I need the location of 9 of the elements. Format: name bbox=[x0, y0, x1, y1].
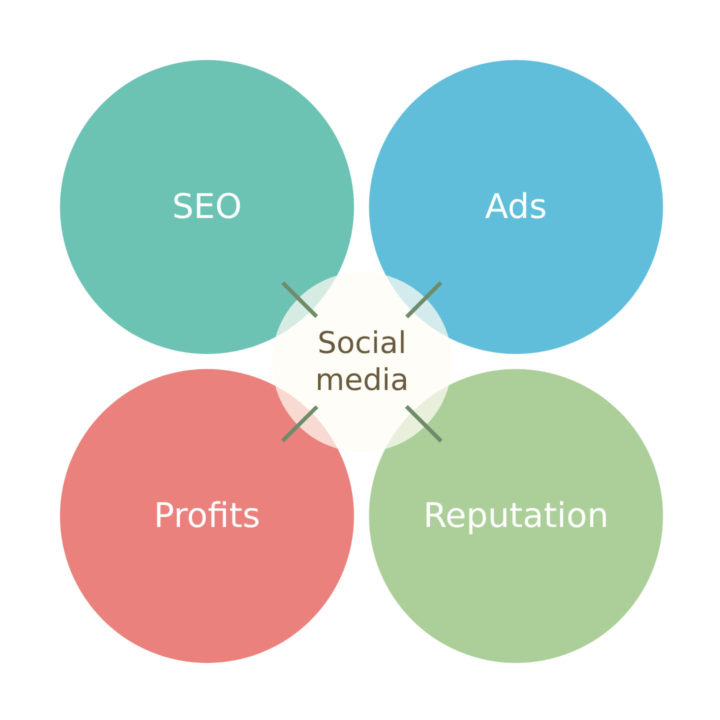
circle-label: Social media bbox=[314, 324, 410, 400]
connector-line bbox=[405, 281, 442, 318]
connector-line bbox=[281, 405, 318, 442]
circle-label: Reputation bbox=[423, 494, 609, 538]
circle-label: SEO bbox=[172, 186, 242, 228]
circle-label: Profits bbox=[154, 494, 260, 538]
circle-label: Ads bbox=[485, 186, 547, 228]
connector-line bbox=[281, 281, 318, 318]
connector-line bbox=[404, 404, 443, 443]
